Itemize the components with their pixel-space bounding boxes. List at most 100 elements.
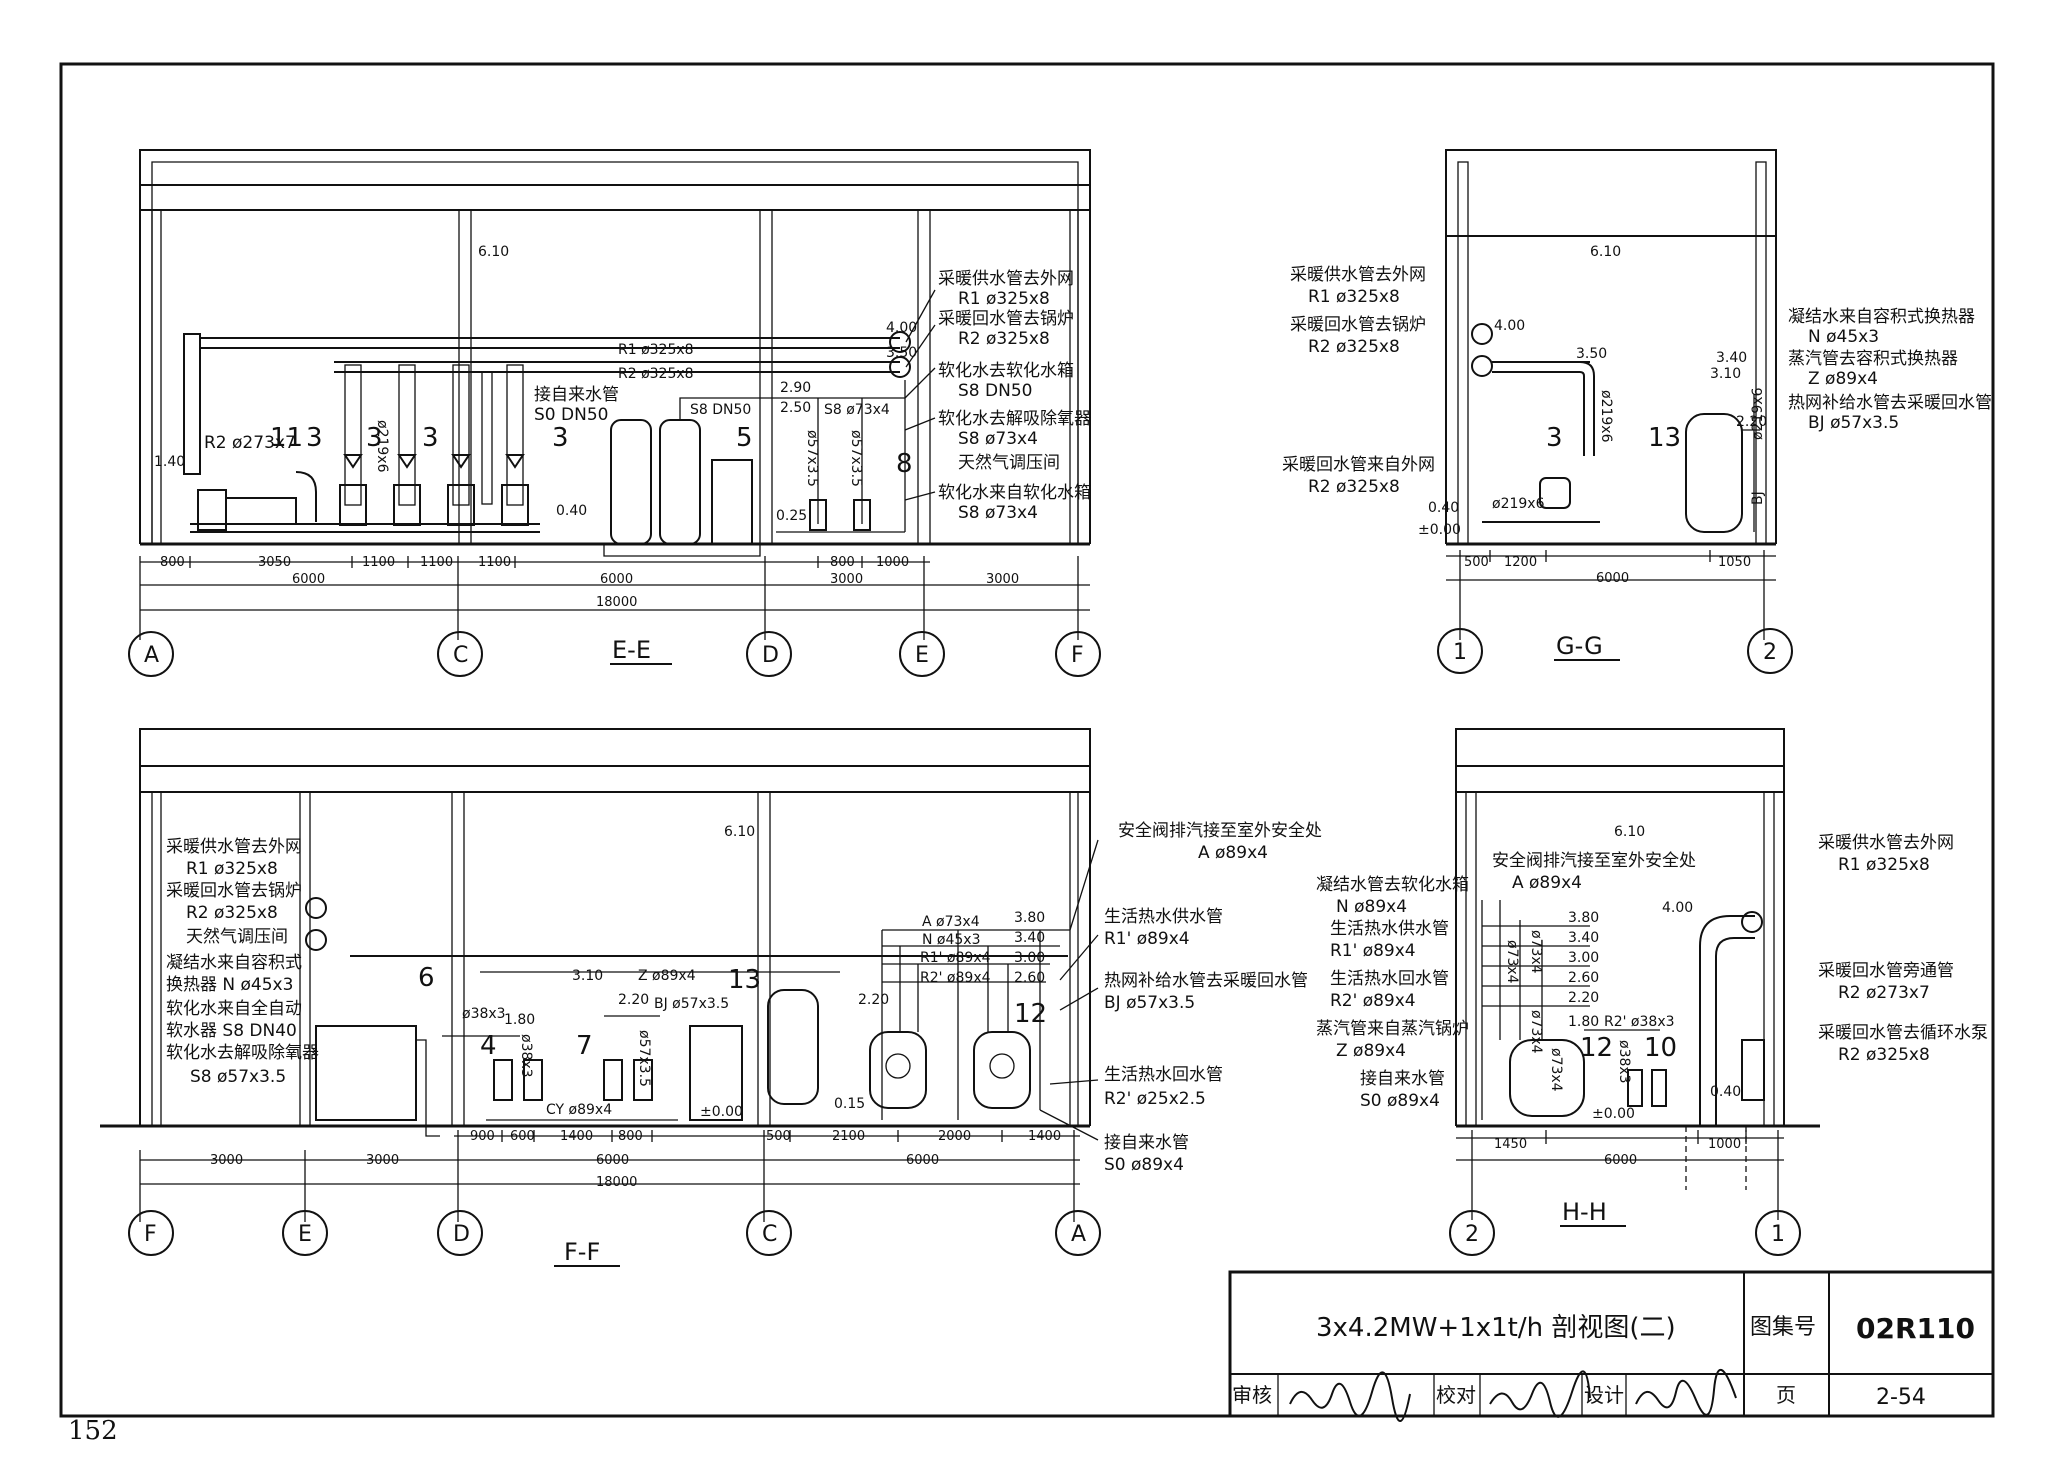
- ff-pipe-a: A ø73x4: [922, 914, 980, 930]
- hh-pipe-r2p: R2' ø38x3: [1604, 1014, 1675, 1030]
- section-title-ff: F-F: [564, 1238, 600, 1266]
- ff-dim-4: 500: [766, 1129, 791, 1144]
- ff-axis-c: C: [762, 1222, 777, 1247]
- atlas-code: 02R110: [1856, 1312, 1975, 1345]
- ff-pipe-z: Z ø89x4: [638, 968, 696, 984]
- ff-equip-6: 6: [418, 963, 435, 993]
- gg-dim2-0: 6000: [1596, 571, 1629, 586]
- gg-elev-000: ±0.00: [1418, 522, 1461, 538]
- page-value: 2-54: [1876, 1385, 1926, 1410]
- ee-dim2-3: 3000: [986, 572, 1019, 587]
- ee-dim-total: 18000: [596, 595, 637, 610]
- hh-axis-1: 1: [1771, 1222, 1785, 1247]
- ee-dim-6: 1000: [876, 555, 909, 570]
- ee-dim2-2: 3000: [830, 572, 863, 587]
- ff-axis-d: D: [453, 1222, 470, 1247]
- hh-elev-400: 4.00: [1662, 900, 1693, 916]
- ff-right-8: 接自来水管: [1104, 1133, 1189, 1153]
- hh-left-3: R1' ø89x4: [1330, 941, 1416, 961]
- gg-elev-roof: 6.10: [1590, 244, 1621, 260]
- ee-axis-d: D: [762, 643, 779, 668]
- ff-right-1: A ø89x4: [1198, 843, 1268, 863]
- ff-right-5: BJ ø57x3.5: [1104, 993, 1195, 1013]
- ff-dim2-0: 3000: [210, 1153, 243, 1168]
- section-gg-text: 6.10 4.00 3.50 3.40 3.10 2.20 0.40 ±0.00…: [1282, 244, 1992, 665]
- elev-r1: 4.00: [886, 320, 917, 336]
- ff-left-6: 换热器 N ø45x3: [166, 975, 293, 995]
- hh-left-1: N ø89x4: [1336, 897, 1407, 917]
- ff-right-9: S0 ø89x4: [1104, 1155, 1184, 1175]
- ee-dim-4: 1100: [478, 555, 511, 570]
- ff-left-10: S8 ø57x3.5: [190, 1067, 286, 1087]
- hh-left-5: R2' ø89x4: [1330, 991, 1416, 1011]
- ff-right-7: R2' ø25x2.5: [1104, 1089, 1206, 1109]
- ee-label-8: 天然气调压间: [958, 453, 1060, 473]
- ff-pipe-bj: BJ ø57x3.5: [654, 996, 729, 1012]
- hh-right-5: R2 ø325x8: [1838, 1045, 1930, 1065]
- equip-8: 8: [896, 449, 913, 479]
- hh-left-9: S0 ø89x4: [1360, 1091, 1440, 1111]
- section-title-hh: H-H: [1562, 1198, 1607, 1226]
- gg-elev-340: 3.40: [1716, 350, 1747, 366]
- page-number: 152: [68, 1416, 118, 1446]
- gg-dim-1: 1200: [1504, 555, 1537, 570]
- hh-elev-380: 3.80: [1568, 910, 1599, 926]
- pipe-219: ø219x6: [374, 420, 390, 473]
- hh-dim2-0: 6000: [1604, 1153, 1637, 1168]
- section-title-ee: E-E: [612, 636, 651, 664]
- hh-dim-0: 1450: [1494, 1137, 1527, 1152]
- hh-right-2: 采暖回水管旁通管: [1818, 961, 1954, 981]
- hh-elev-040: 0.40: [1710, 1084, 1741, 1100]
- ff-dim-5: 2100: [832, 1129, 865, 1144]
- section-ee: [128, 149, 1101, 677]
- ee-label-7: S8 ø73x4: [958, 429, 1038, 449]
- ee-label-5: S8 DN50: [958, 381, 1032, 401]
- signature-designer: [1635, 1368, 1737, 1416]
- ff-elev-000: ±0.00: [700, 1104, 743, 1120]
- review-label: 审核: [1232, 1383, 1272, 1407]
- ff-left-5: 凝结水来自容积式: [166, 953, 302, 973]
- ff-right-0: 安全阀排汽接至室外安全处: [1118, 821, 1322, 841]
- equip-3b: 3: [366, 423, 383, 453]
- label-inlet: 接自来水管: [534, 385, 619, 405]
- hh-dim-1: 1000: [1708, 1137, 1741, 1152]
- title-block: [1228, 1270, 1995, 1422]
- pipe-r2: R2 ø325x8: [618, 366, 694, 382]
- ff-dim-6: 2000: [938, 1129, 971, 1144]
- ee-axis-a: A: [144, 643, 159, 668]
- ee-label-1: R1 ø325x8: [958, 289, 1050, 309]
- hh-elev-180: 1.80: [1568, 1014, 1599, 1030]
- ff-dim2-3: 6000: [906, 1153, 939, 1168]
- ff-equip-7: 7: [576, 1031, 593, 1061]
- sheet-border: [59, 62, 1995, 1418]
- ee-dim-5: 800: [830, 555, 855, 570]
- hh-elev-340: 3.40: [1568, 930, 1599, 946]
- gg-pipe-219a: ø219x6: [1598, 390, 1614, 443]
- ff-elev-roof: 6.10: [724, 824, 755, 840]
- hh-equip-10: 10: [1644, 1033, 1677, 1063]
- hh-elev-000: ±0.00: [1592, 1106, 1635, 1122]
- check-label: 校对: [1436, 1383, 1476, 1407]
- ff-elev-310: 3.10: [572, 968, 603, 984]
- design-label: 设计: [1584, 1383, 1624, 1407]
- section-ff-text: 6.10 3.10 2.20 2.20 1.80 3.80 3.40 3.00 …: [144, 821, 1322, 1266]
- ff-left-2: 采暖回水管去锅炉: [166, 881, 302, 901]
- ee-dim-1: 3050: [258, 555, 291, 570]
- gg-right-1: N ø45x3: [1808, 327, 1879, 347]
- hh-left-0: 凝结水管去软化水箱: [1316, 875, 1469, 895]
- ff-elev-220b: 2.20: [858, 992, 889, 1008]
- ee-label-9: 软化水来自软化水箱: [938, 483, 1091, 503]
- ff-left-8: 软水器 S8 DN40: [166, 1021, 297, 1041]
- hh-pipe-38: ø38x3: [1616, 1040, 1632, 1084]
- elev-small: 0.40: [556, 503, 587, 519]
- elev-s8b: 2.50: [780, 400, 811, 416]
- ee-dim2-1: 6000: [600, 572, 633, 587]
- equip-5: 5: [736, 423, 753, 453]
- gg-left-1: R1 ø325x8: [1308, 287, 1400, 307]
- pipe-57a: ø57x3.5: [804, 430, 820, 487]
- ff-dim2-1: 3000: [366, 1153, 399, 1168]
- hh-pipe-73a: ø73x4: [1504, 940, 1520, 984]
- gg-axis-2: 2: [1763, 640, 1777, 665]
- hh-elev-roof: 6.10: [1614, 824, 1645, 840]
